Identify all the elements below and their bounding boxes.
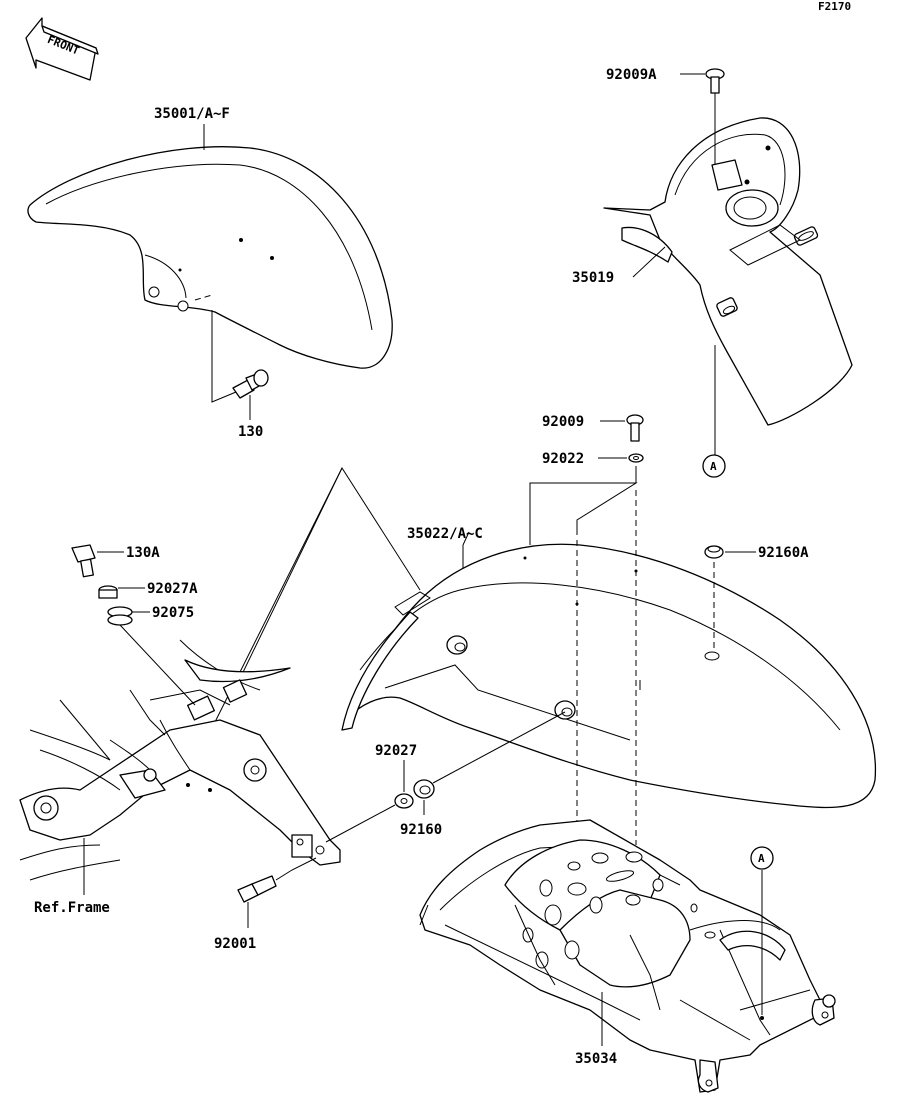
grommet-92160a	[704, 545, 724, 559]
rear-fender	[341, 543, 877, 809]
collar-92027a	[98, 585, 118, 599]
label-front-fender: 35001/A~F	[154, 106, 230, 122]
front-fender	[27, 146, 393, 403]
label-rear-fender: 35022/A~C	[407, 526, 483, 542]
washer-92022	[628, 453, 644, 463]
label-damper: 92075	[152, 605, 194, 621]
tail-bracket	[603, 117, 853, 426]
rear-bracket	[419, 819, 836, 1093]
label-bolt-a: 130A	[126, 545, 160, 561]
label-frame-bolt: 92001	[214, 936, 256, 952]
label-grommet: 92160	[400, 822, 442, 838]
frame-ref	[19, 639, 341, 881]
label-washer: 92022	[542, 451, 584, 467]
grommet-92160	[413, 779, 435, 799]
svg-text:A: A	[758, 852, 765, 865]
screw-92009	[626, 414, 644, 442]
damper-92075	[107, 606, 133, 626]
label-rear-bracket: 35034	[575, 1051, 617, 1067]
label-grommet-a: 92160A	[758, 545, 809, 561]
figure-code: F2170	[818, 0, 851, 13]
label-front-bolt: 130	[238, 424, 263, 440]
collar-92027	[394, 793, 414, 809]
label-tail-lamp-bolt: 92009A	[606, 67, 657, 83]
callout-a-bottom: A	[750, 846, 774, 870]
bolt-92009a	[705, 68, 725, 94]
front-arrow-icon: FRONT	[25, 17, 99, 81]
label-collar: 92027	[375, 743, 417, 759]
label-screw: 92009	[542, 414, 584, 430]
bolt-130	[232, 369, 269, 399]
bolt-92001	[237, 875, 277, 903]
label-tail-bracket: 35019	[572, 270, 614, 286]
bolt-130a	[71, 544, 96, 578]
svg-text:A: A	[710, 460, 717, 473]
callout-a-top: A	[702, 454, 726, 478]
label-frame-ref: Ref.Frame	[34, 900, 110, 916]
label-collar-a: 92027A	[147, 581, 198, 597]
